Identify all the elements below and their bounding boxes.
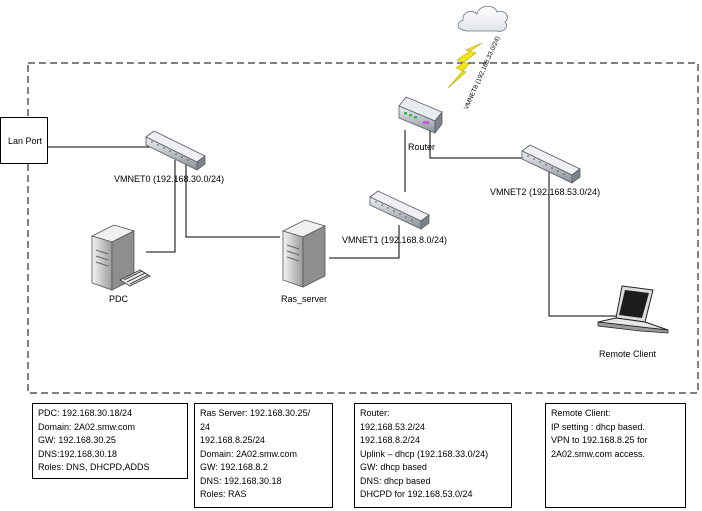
network-boundary [27,62,699,394]
lan-port-box: Lan Port [0,117,48,164]
info-line: GW: 192.168.8.2 [200,462,268,472]
router-label: Router [408,142,436,152]
router-icon [398,96,443,135]
info-line: DNS: dhcp based [360,475,431,486]
vmnet2-label: VMNET2 (192.168.53.0/24) [490,187,601,197]
info-line: GW: 192.168.30.25 [38,435,116,445]
ras-server-icon [281,219,327,288]
info-line: Router: [360,408,390,418]
switch-vmnet0-icon [145,130,206,171]
info-line: 2A02.smw.com access. [551,448,646,459]
info-line: Roles: DNS, DHCPD,ADDS [38,462,150,472]
pdc-server-icon [90,224,151,291]
ras-server-label: Ras_server [281,294,328,304]
laptop-icon [597,285,669,334]
info-line: 192.168.8.25/24 [200,435,266,445]
info-line: 192.168.53.2/24 [360,421,426,432]
info-line: DHCPD for 192.168.53.0/24 [360,489,473,499]
vmnet0-label: VMNET0 (192.168.30.0/24) [114,174,225,184]
cloud-icon [457,5,508,32]
info-line: Roles: RAS [200,489,247,499]
connection-lines [48,130,622,317]
pdc-label: PDC [109,294,129,304]
info-line: Remote Client: [551,408,611,418]
remote-client-label: Remote Client [599,349,657,359]
info-line: PDC: 192.168.30.18/24 [38,408,133,418]
info-line: DNS:192.168.30.18 [38,448,118,459]
info-line: Ras Server: 192.168.30.25/ [200,408,311,418]
info-line: 192.168.8.2/24 [360,435,421,445]
info-line: Uplink – dhcp (192.168.33.0/24) [360,448,489,459]
info-line: 24 [200,421,211,432]
switch-vmnet1-icon [369,190,430,230]
info-line: VPN to 192.168.8.25 for [551,435,648,445]
info-line: IP setting : dhcp based. [551,421,645,432]
remote-client-info-box: Remote Client: IP setting : dhcp based. VP… [545,403,686,508]
switch-vmnet2-icon [521,144,581,184]
info-line: DNS: 192.168.30.18 [200,475,282,486]
info-line: Domain: 2A02.smw.com [38,421,136,432]
ras-info-box: Ras Server: 192.168.30.25/24 192.168.8.25… [194,403,333,508]
info-line: Domain: 2A02.smw.com [200,448,298,459]
vmnet1-label: VMNET1 (192.168.8.0/24) [342,235,448,245]
lan-port-label: Lan Port [8,135,43,146]
lightning-icon [447,42,483,89]
info-line: GW: dhcp based [360,462,427,472]
